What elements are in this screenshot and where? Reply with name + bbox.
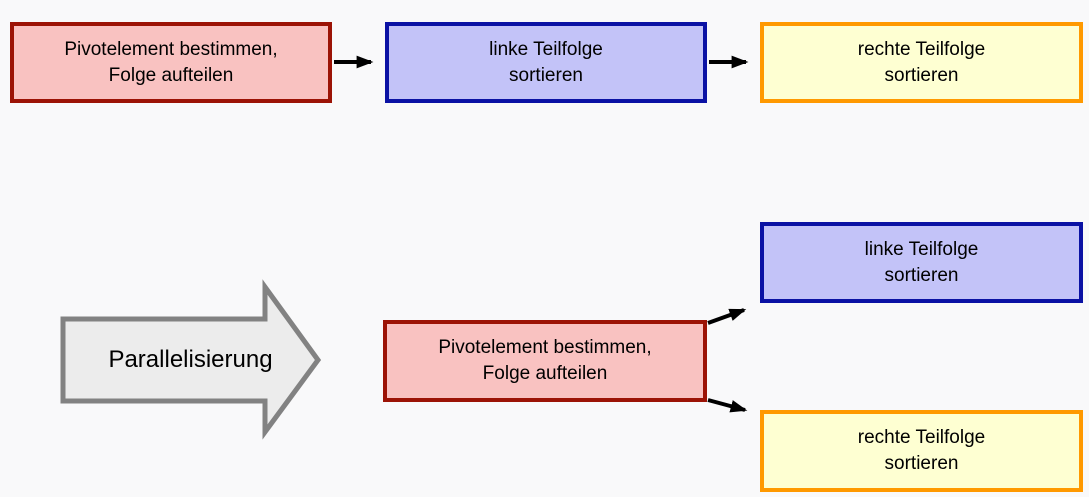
box-right-subsequence-parallel: rechte Teilfolge sortieren: [760, 410, 1083, 492]
box-pivot-sequential: Pivotelement bestimmen, Folge aufteilen: [10, 22, 332, 103]
box-left-subsequence-sequential: linke Teilfolge sortieren: [385, 22, 707, 103]
box-pivot-parallel-line2: Folge aufteilen: [482, 363, 608, 384]
box-left-subsequence-sequential-line1: linke Teilfolge: [489, 38, 603, 60]
box-right-subsequence-sequential-line1: rechte Teilfolge: [857, 38, 986, 60]
box-right-subsequence-sequential: rechte Teilfolge sortieren: [760, 22, 1083, 103]
box-left-subsequence-sequential-line2: sortieren: [509, 64, 583, 86]
connector-arrow-pivot-to-right-branch-icon: [707, 398, 748, 413]
box-left-subsequence-parallel-line1: linke Teilfolge: [864, 238, 979, 260]
parallelization-arrow-label: Parallelisierung: [108, 346, 273, 373]
box-right-subsequence-sequential-line2: sortieren: [884, 64, 959, 86]
box-right-subsequence-parallel-line1: rechte Teilfolge: [857, 427, 986, 448]
box-left-subsequence-parallel: linke Teilfolge sortieren: [760, 222, 1083, 303]
box-pivot-sequential-line1: Pivotelement bestimmen,: [64, 38, 278, 60]
box-left-subsequence-parallel-line2: sortieren: [884, 264, 959, 286]
box-right-subsequence-parallel-line2: sortieren: [884, 453, 959, 474]
box-pivot-parallel: Pivotelement bestimmen, Folge aufteilen: [383, 320, 707, 402]
box-pivot-parallel-line1: Pivotelement bestimmen,: [438, 337, 652, 358]
box-pivot-sequential-line2: Folge aufteilen: [108, 64, 234, 86]
connector-arrow-pivot-to-left-branch-icon: [707, 308, 747, 325]
